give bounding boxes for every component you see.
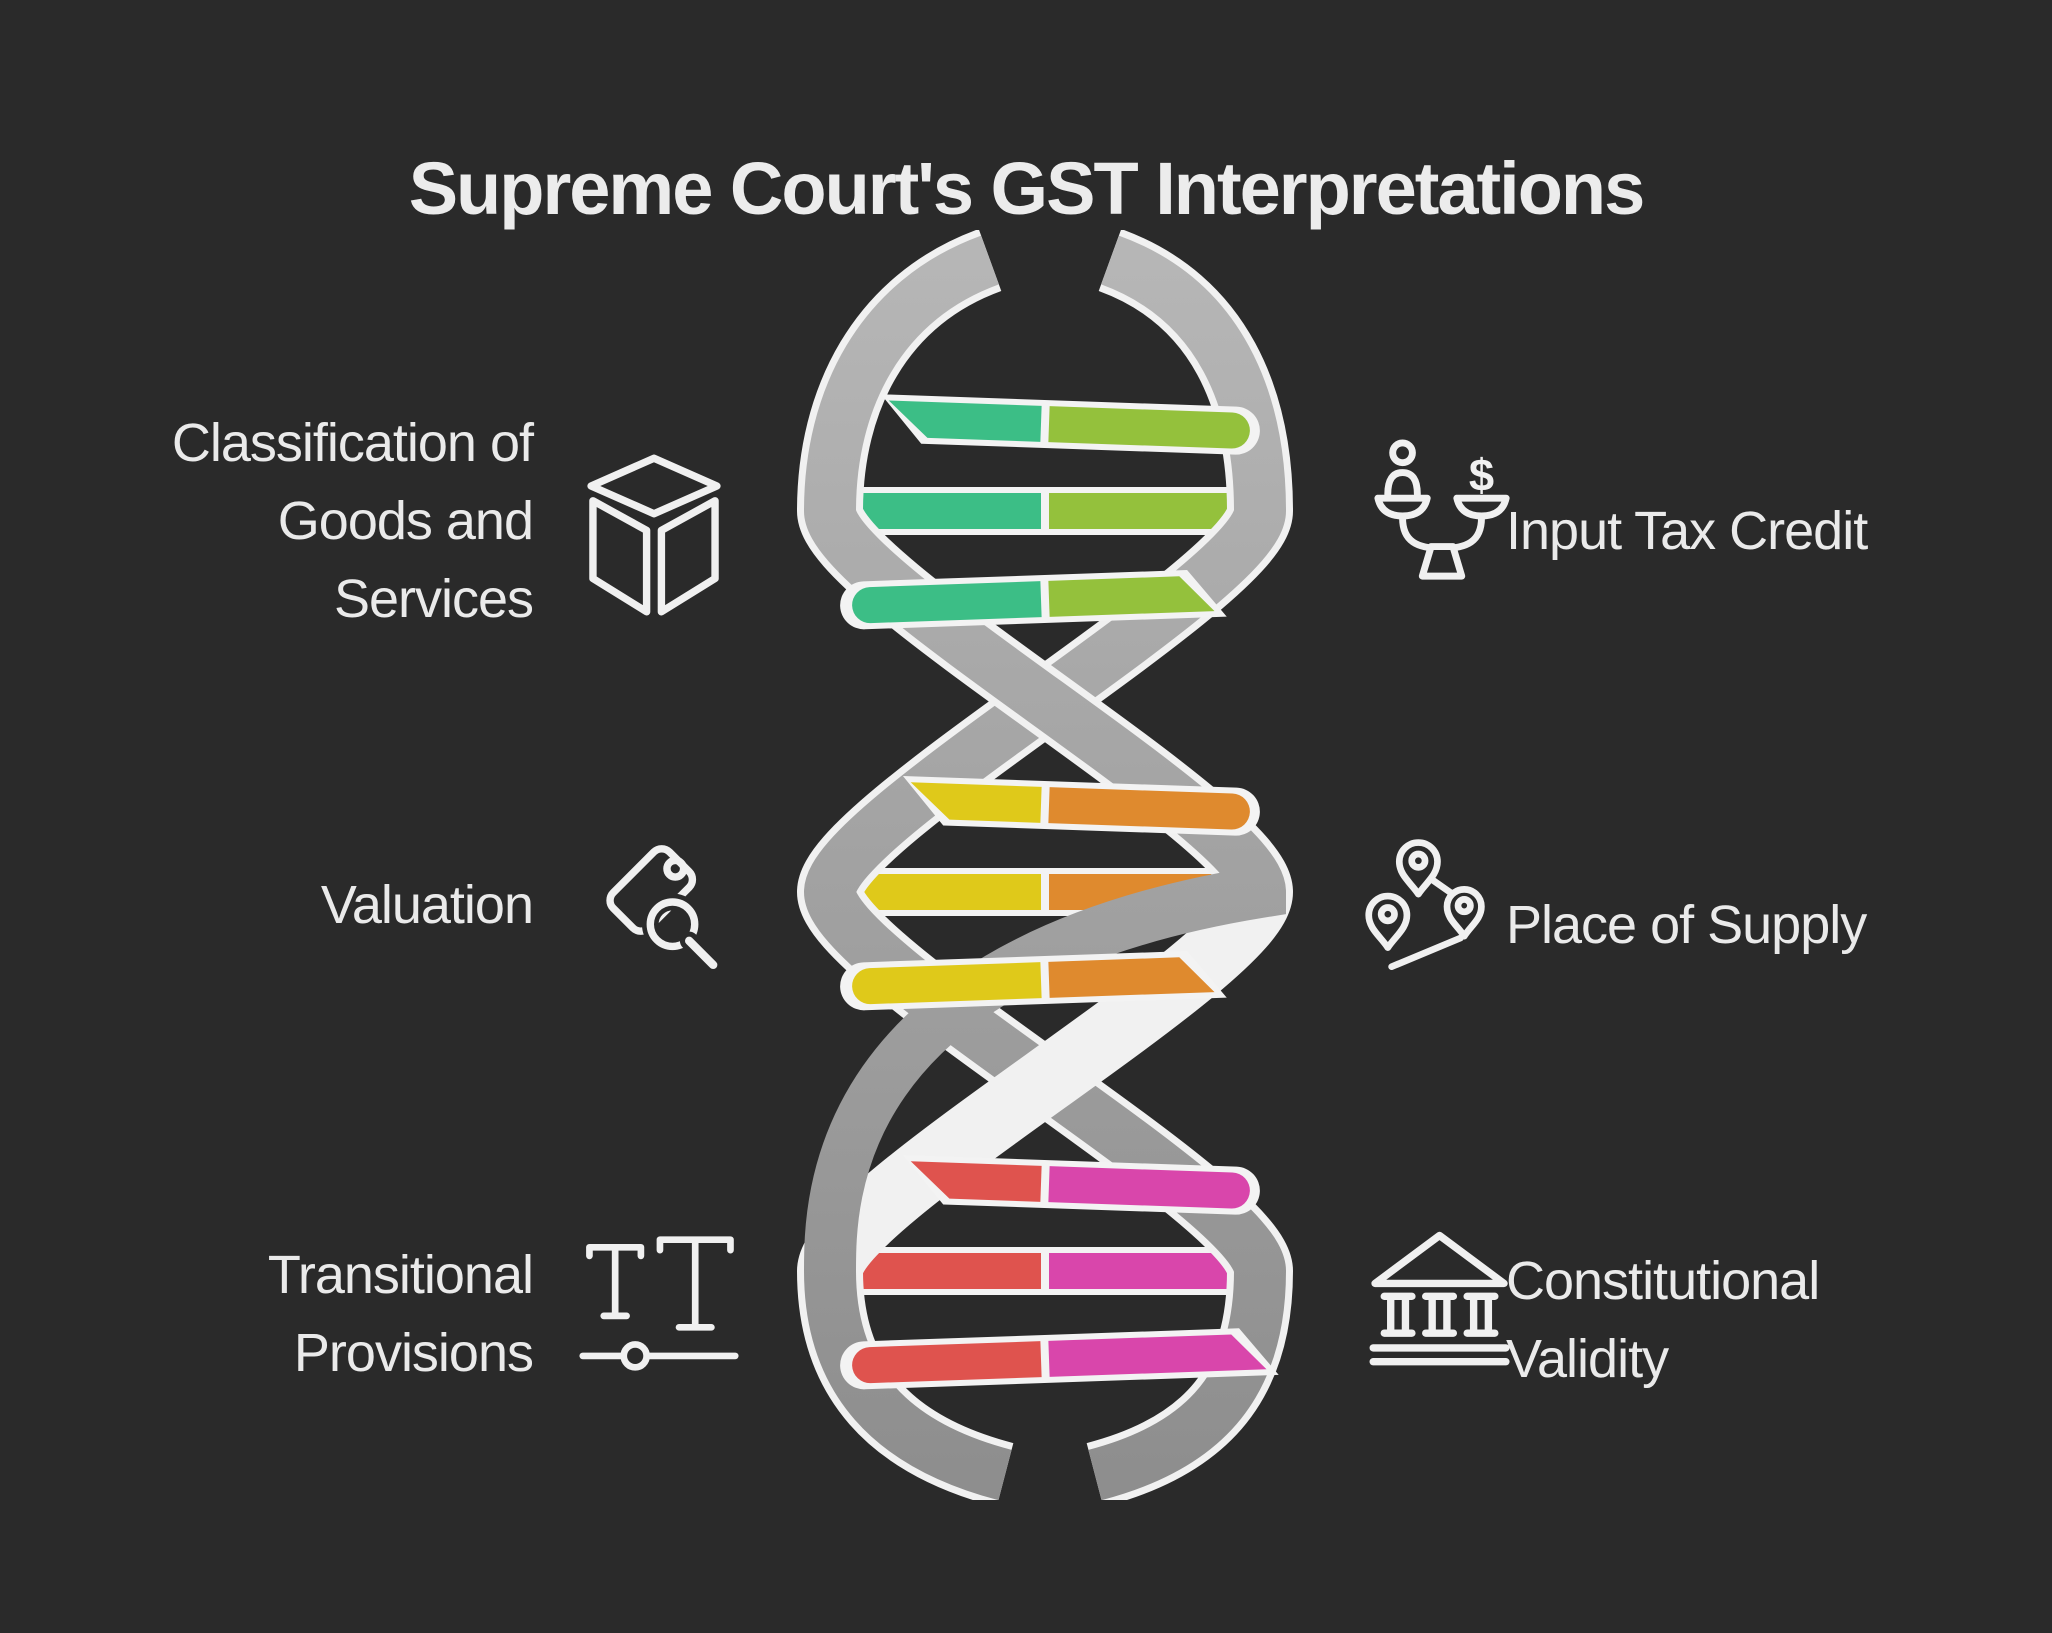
- label-transitional: Transitional Provisions: [267, 1245, 534, 1383]
- map-pins-icon: [1363, 830, 1511, 985]
- label-place-of-supply: Place of Supply: [1506, 895, 1867, 955]
- helix-rung-middle-3: [820, 1247, 1270, 1295]
- label-valuation: Valuation: [320, 875, 534, 935]
- helix-rung-top-1: [880, 394, 1260, 455]
- dna-helix-graphic: [740, 230, 1360, 1500]
- page-title: Supreme Court's GST Interpretations: [408, 147, 1646, 230]
- cube-icon: [580, 442, 728, 628]
- dna-helix-svg: [796, 230, 1294, 1500]
- dollar-glyph: $: [1469, 449, 1494, 500]
- helix-rung-bottom-3: [840, 1328, 1279, 1390]
- label-constitutional: Constitutional Validity: [1506, 1251, 1820, 1389]
- helix-rung-bottom-1: [840, 570, 1227, 630]
- dna-strand-right: [796, 230, 1294, 1500]
- helix-rung-middle-1: [820, 487, 1270, 535]
- label-classification: Classification of Goods and Services: [171, 413, 534, 629]
- dna-strand-left: [796, 230, 1294, 1500]
- helix-rung-top-2: [902, 776, 1260, 836]
- helix-rung-bottom-2: [840, 951, 1227, 1011]
- bank-icon: [1364, 1226, 1516, 1374]
- label-input-tax-credit: Input Tax Credit: [1506, 501, 1868, 561]
- scale-person-dollar-icon: $: [1370, 437, 1518, 585]
- tag-search-icon: [580, 828, 728, 976]
- text-slider-icon: [578, 1232, 740, 1375]
- helix-rung-top-3: [902, 1155, 1260, 1215]
